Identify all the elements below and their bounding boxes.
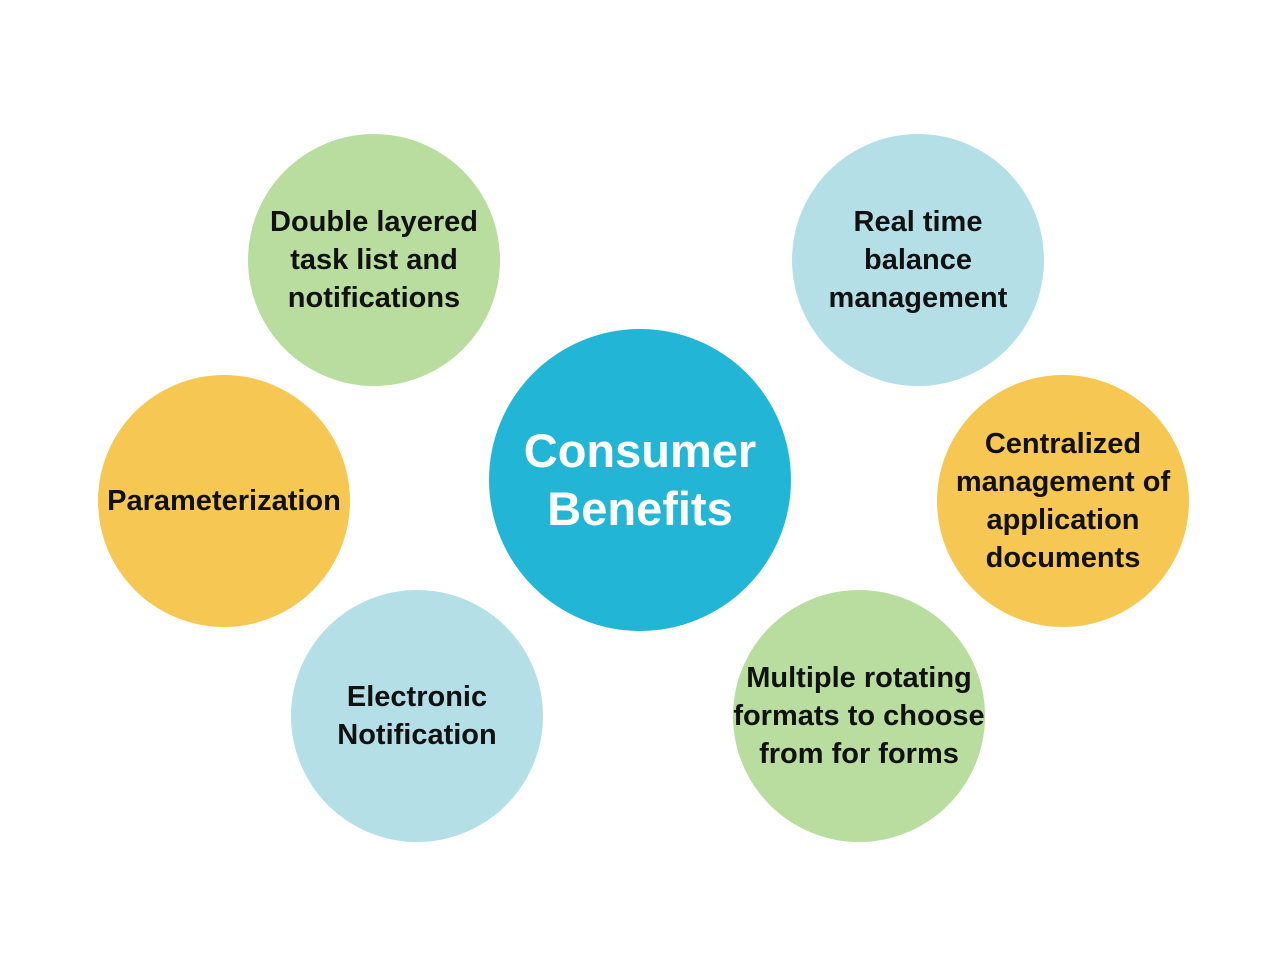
benefit-label-electronic-notification: Electronic Notification (337, 681, 497, 751)
benefit-circle-electronic-notification (291, 590, 543, 842)
benefit-label-task-list: Double layered task list and notificatio… (270, 206, 478, 314)
benefit-label-parameterization: Parameterization (107, 485, 341, 517)
center-title: Consumer Benefits (523, 424, 757, 535)
benefit-circle-parameterization (98, 375, 350, 627)
benefit-circle-rotating-formats (733, 590, 985, 842)
center-circle (489, 329, 791, 631)
benefit-label-rotating-formats: Multiple rotating formats to choose from… (733, 662, 985, 770)
benefit-label-centralized-documents: Centralized management of application do… (955, 428, 1171, 574)
benefit-circle-real-time-balance (792, 134, 1044, 386)
benefit-circle-centralized-documents (937, 375, 1189, 627)
benefit-circle-task-list (248, 134, 500, 386)
benefit-label-real-time-balance: Real time balance management (828, 206, 1008, 314)
